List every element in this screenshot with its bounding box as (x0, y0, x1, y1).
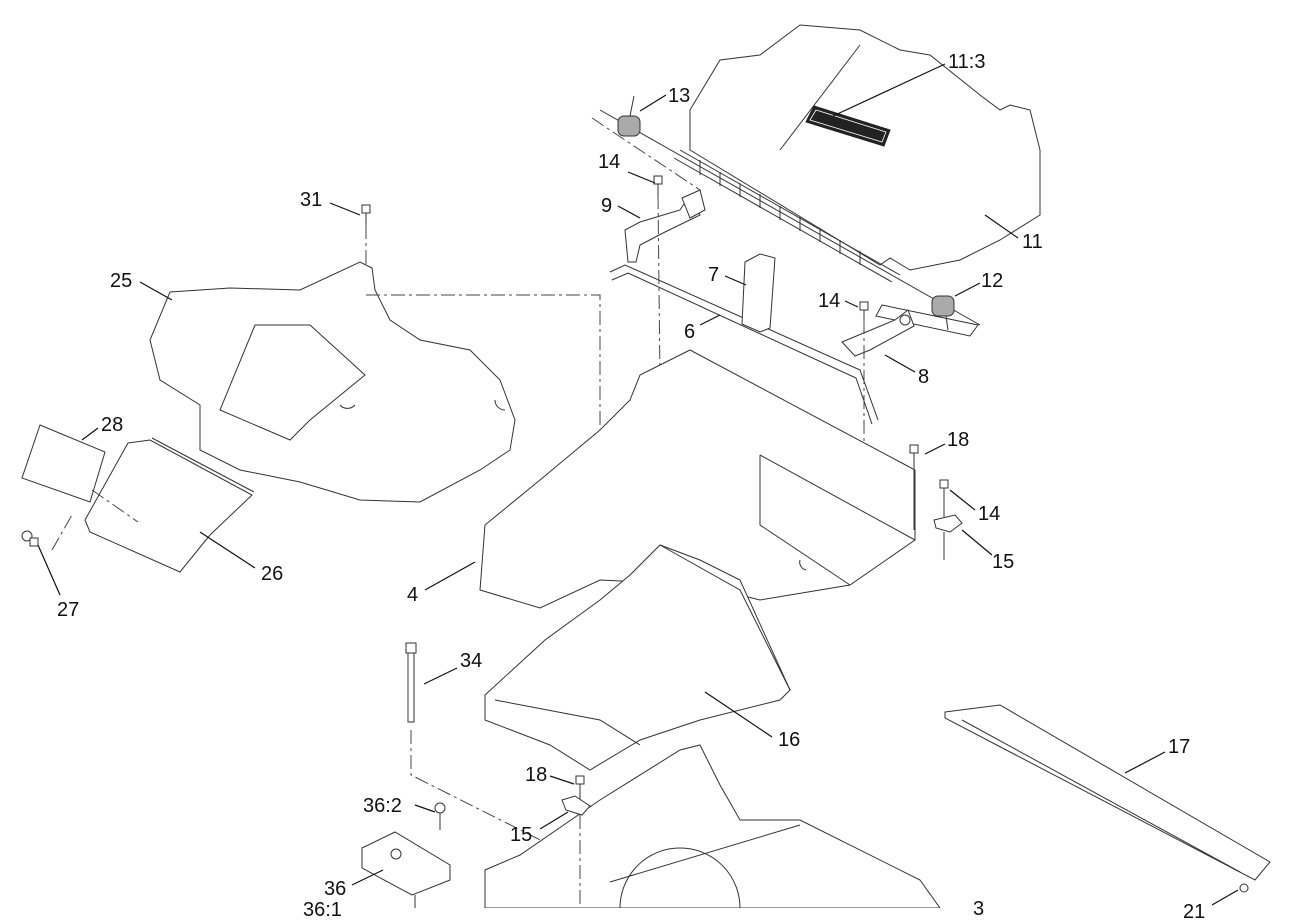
part-14-bolt-c (939, 479, 949, 520)
part-13-spring (617, 95, 641, 137)
part-28-plate (21, 424, 106, 503)
part-21-screw (1239, 883, 1249, 893)
part-25-shroud (149, 261, 516, 503)
callout-18: 18 (525, 764, 548, 786)
callout-15: 15 (992, 551, 1015, 573)
part-12-spring (875, 295, 979, 337)
callout-27: 27 (57, 599, 80, 621)
part-36-2-bolt (434, 802, 446, 830)
callout-25: 25 (110, 270, 133, 292)
part-9-bracket (624, 189, 706, 263)
callout-14: 14 (598, 151, 621, 173)
hinge-line (599, 109, 981, 326)
callout-26: 26 (261, 563, 284, 585)
leader-lines (37, 63, 1239, 906)
callout-7: 7 (708, 264, 720, 286)
callout-21: 21 (1183, 901, 1206, 923)
part-4-housing (479, 349, 916, 609)
callout-11: 11 (1022, 231, 1043, 253)
part-31-bolt (361, 204, 601, 540)
callout-14: 14 (818, 290, 841, 312)
part-17-rail (944, 704, 1271, 881)
part-8-bracket (841, 309, 915, 357)
callout-8: 8 (918, 366, 930, 388)
callout-3: 3 (973, 898, 985, 920)
part-16-chute (484, 544, 791, 771)
part-15-clip-b (561, 795, 591, 908)
callout-16: 16 (778, 729, 801, 751)
callout-15: 15 (510, 824, 533, 846)
assembly-line (591, 117, 701, 191)
callout-6: 6 (684, 321, 696, 343)
part-34-bolt (405, 642, 611, 876)
part-18-bolt-b (575, 775, 585, 800)
part-14-bolt-a (653, 175, 663, 381)
part-15-clip-a (933, 514, 963, 560)
part-36-bracket (361, 831, 451, 908)
callout-36-2: 36:2 (363, 795, 402, 817)
part-7-handle (741, 253, 776, 333)
part-11-3-decal (805, 105, 891, 147)
callout-28: 28 (101, 414, 124, 436)
callout-13: 13 (668, 85, 691, 107)
part-26-deflector (51, 437, 255, 573)
part-27-bolt (21, 530, 39, 547)
callout-36-1: 36:1 (303, 899, 342, 921)
callout-34: 34 (460, 650, 483, 672)
part-18-bolt-a (909, 444, 919, 530)
callout-4: 4 (407, 584, 419, 606)
callout-18: 18 (947, 429, 970, 451)
callout-36: 36 (324, 878, 347, 900)
callout-14: 14 (978, 503, 1001, 525)
part-3-base (484, 744, 941, 908)
callout-11-3: 11:3 (948, 51, 986, 73)
callout-12: 12 (981, 270, 1004, 292)
part-11-cover-flap (673, 24, 1041, 283)
callout-17: 17 (1168, 736, 1191, 758)
callout-31: 31 (300, 189, 323, 211)
callout-9: 9 (601, 195, 613, 217)
